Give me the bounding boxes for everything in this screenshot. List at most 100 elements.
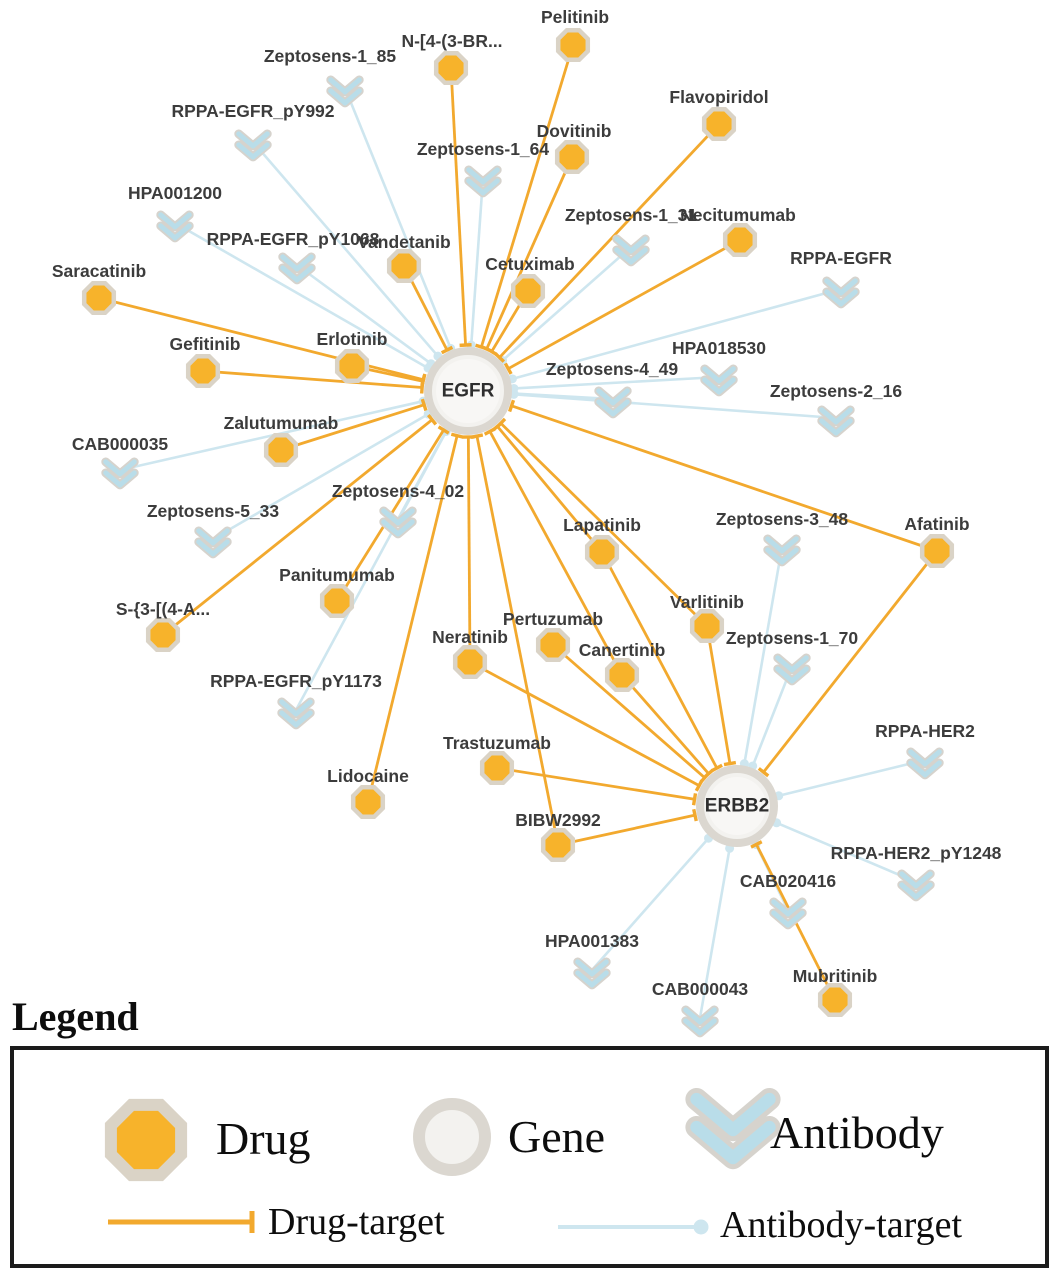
drug-target-tick <box>723 760 737 767</box>
antibody-node-hpa001383[interactable] <box>573 957 611 990</box>
drug-node-canertinib[interactable] <box>604 657 640 693</box>
antibody-node-rppa_egfr[interactable] <box>822 276 860 309</box>
edge-antibody-target <box>212 412 429 541</box>
drug-octagon <box>386 248 422 284</box>
drug-target-tick <box>427 413 438 426</box>
gene-node-erbb2[interactable]: ERBB2 <box>696 765 778 847</box>
drug-target-tick <box>699 772 710 784</box>
drug-target-tick <box>750 840 763 849</box>
node-label-zeptosens_1_85: Zeptosens-1_85 <box>264 46 397 66</box>
edge-drug-target <box>496 425 604 553</box>
antibody-node-cab020416[interactable] <box>769 897 807 930</box>
antibody-node-hpa001200[interactable] <box>156 210 194 243</box>
legend-box <box>10 1046 1049 1268</box>
drug-node-neratinib[interactable] <box>452 644 488 680</box>
edge-drug-target <box>162 418 433 637</box>
drug-octagon <box>604 657 640 693</box>
drug-node-n4_3br[interactable] <box>433 50 469 86</box>
antibody-node-rppa_her2[interactable] <box>906 747 944 780</box>
drug-node-trastuzumab[interactable] <box>479 750 515 786</box>
edge-drug-target <box>449 67 467 346</box>
node-label-rppa_her2: RPPA-HER2 <box>875 721 975 741</box>
drug-target-tick <box>470 433 484 439</box>
node-label-canertinib: Canertinib <box>579 640 666 660</box>
edge-antibody-target <box>513 393 837 420</box>
node-label-trastuzumab: Trastuzumab <box>443 733 551 753</box>
antibody-node-zeptosens_2_16[interactable] <box>817 405 855 438</box>
edge-drug-target <box>507 238 741 370</box>
drug-node-panitumumab[interactable] <box>319 583 355 619</box>
antibody-node-cab000043[interactable] <box>681 1005 719 1038</box>
drug-node-necitumumab[interactable] <box>722 222 758 258</box>
node-label-hpa001383: HPA001383 <box>545 931 639 951</box>
drug-node-lapatinib[interactable] <box>584 534 620 570</box>
drug-node-gefitinib[interactable] <box>185 353 221 389</box>
antibody-node-zeptosens_1_31[interactable] <box>612 234 650 267</box>
node-label-n4_3br: N-[4-(3-BR... <box>401 31 502 51</box>
drug-octagon <box>510 273 546 309</box>
drug-node-varlitinib[interactable] <box>689 608 725 644</box>
drug-legend-icon <box>104 1098 188 1182</box>
edge-antibody-target <box>698 848 731 1019</box>
drug-octagon <box>452 644 488 680</box>
antibody-node-zeptosens_1_70[interactable] <box>773 653 811 686</box>
antibody-node-rppa_egfr_py992[interactable] <box>234 129 272 162</box>
drug-node-pertuzumab[interactable] <box>535 627 571 663</box>
antibody-chevron <box>101 457 139 490</box>
antibody-chevron <box>594 386 632 419</box>
edge-drug-target <box>366 435 459 803</box>
edge-drug-target <box>202 369 423 389</box>
antibody-chevron <box>277 697 315 730</box>
drug-octagon <box>319 583 355 619</box>
node-label-cab020416: CAB020416 <box>740 871 837 891</box>
antibody-chevron <box>573 957 611 990</box>
edge-drug-target <box>469 660 700 787</box>
antibody-node-cab000035[interactable] <box>101 457 139 490</box>
antibody-node-rppa_egfr_py1068[interactable] <box>278 252 316 285</box>
node-label-rppa_egfr: RPPA-EGFR <box>790 248 892 268</box>
drug-node-dovitinib[interactable] <box>554 139 590 175</box>
drug-octagon <box>535 627 571 663</box>
node-label-varlitinib: Varlitinib <box>670 592 744 612</box>
edge-drug-target <box>466 436 472 663</box>
drug-target-tick <box>437 425 450 435</box>
legend-title: Legend <box>12 994 139 1039</box>
antibody-node-rppa_her2_py1248[interactable] <box>897 869 935 902</box>
antibody-node-zeptosens_5_33[interactable] <box>194 526 232 559</box>
node-label-zeptosens_2_16: Zeptosens-2_16 <box>770 381 903 401</box>
drug-octagon <box>554 139 590 175</box>
drug-node-pelitinib[interactable] <box>555 27 591 63</box>
drug-node-zalutumumab[interactable] <box>263 432 299 468</box>
edge-drug-target <box>496 766 695 801</box>
antibody-node-zeptosens_1_64[interactable] <box>464 165 502 198</box>
antibody-node-zeptosens_1_85[interactable] <box>326 75 364 108</box>
node-label-s3_4a: S-{3-[(4-A... <box>116 599 210 619</box>
drug-node-mubritinib[interactable] <box>817 982 853 1018</box>
drug-node-lidocaine[interactable] <box>350 784 386 820</box>
antibody-node-zeptosens_3_48[interactable] <box>763 534 801 567</box>
gene-node-egfr[interactable]: EGFR <box>424 347 512 435</box>
drug-node-flavopiridol[interactable] <box>701 106 737 142</box>
antibody-chevron <box>379 506 417 539</box>
antibody-node-zeptosens_4_49[interactable] <box>594 386 632 419</box>
drug-node-afatinib[interactable] <box>919 533 955 569</box>
node-label-cetuximab: Cetuximab <box>485 254 574 274</box>
drug-node-bibw2992[interactable] <box>540 827 576 863</box>
drug-node-s3_4a[interactable] <box>145 617 181 653</box>
node-label-zalutumumab: Zalutumumab <box>224 413 339 433</box>
antibody-node-hpa018530[interactable] <box>700 364 738 397</box>
drug-node-saracatinib[interactable] <box>81 280 117 316</box>
drug-node-erlotinib[interactable] <box>334 348 370 384</box>
antibody-node-rppa_egfr_py1173[interactable] <box>277 697 315 730</box>
antibody-node-zeptosens_4_02[interactable] <box>379 506 417 539</box>
drug-target-tick <box>483 427 497 436</box>
drug-node-vandetanib[interactable] <box>386 248 422 284</box>
edge-drug-target <box>600 551 719 769</box>
drug-target-tick <box>420 375 426 388</box>
node-label-zeptosens_3_48: Zeptosens-3_48 <box>716 509 849 529</box>
drug-octagon <box>555 27 591 63</box>
legend-antibody-target-label: Antibody-target <box>720 1204 963 1246</box>
edge-antibody-target <box>778 758 926 798</box>
drug-node-cetuximab[interactable] <box>510 273 546 309</box>
